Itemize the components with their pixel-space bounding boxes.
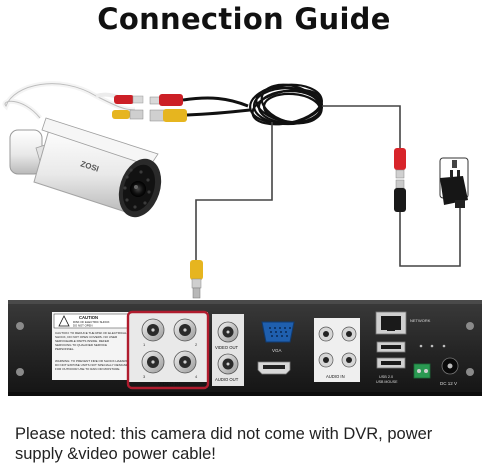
audio-out-label: AUDIO OUT [215, 377, 239, 382]
usb-port-1[interactable] [377, 342, 405, 352]
audio-in-ports: AUDIO IN [314, 318, 360, 382]
audio-in-port-3[interactable] [319, 353, 333, 367]
usb-label-2: USB MOUSE [376, 380, 398, 384]
siamese-cable-video-end [150, 109, 187, 122]
video-bnc-connector [190, 260, 203, 298]
caution-label: CAUTION RISK OF ELECTRIC SHOCK DO NOT OP… [52, 312, 132, 380]
power-adapter [440, 158, 468, 208]
video-out-port[interactable] [218, 322, 238, 342]
video-in-port-4[interactable] [174, 351, 196, 373]
coiled-cable [248, 78, 325, 129]
usb-port-2[interactable] [377, 358, 405, 368]
caution-body-8: FOR OUTDOOR USE TO RAIN OR MOISTURE. [55, 367, 120, 371]
alarm-terminal[interactable] [414, 364, 430, 378]
network-port[interactable] [376, 312, 406, 334]
audio-in-port-2[interactable] [342, 327, 356, 341]
power-label: DC 12 V [440, 381, 457, 386]
power-adapter-connector [394, 148, 406, 212]
audio-in-label: AUDIO IN [326, 374, 345, 379]
audio-in-port-4[interactable] [342, 353, 356, 367]
video-in-port-3[interactable] [142, 351, 164, 373]
video-in-port-1[interactable] [142, 319, 164, 341]
disclaimer-note: Please noted: this camera did not come w… [15, 424, 485, 464]
note-line-2: supply &video power cable! [15, 444, 485, 464]
hdmi-port[interactable] [258, 362, 290, 374]
video-out-label: VIDEO OUT [215, 345, 238, 350]
dc-power-jack[interactable] [442, 358, 458, 374]
vga-label: VGA [272, 348, 282, 353]
camera-power-connector [114, 95, 143, 104]
note-line-1: Please noted: this camera did not come w… [15, 424, 485, 444]
audio-out-port[interactable] [218, 354, 238, 374]
video-audio-out-ports: VIDEO OUT AUDIO OUT [212, 314, 244, 386]
audio-in-port-1[interactable] [319, 327, 333, 341]
usb-label-1: USB 2.0 [379, 375, 393, 379]
vga-port[interactable] [262, 322, 294, 342]
caution-body-5: PERSONNEL. [55, 347, 75, 351]
camera-video-connector [112, 110, 143, 119]
caution-line-2: DO NOT OPEN [73, 324, 93, 328]
siamese-cable-power-end [150, 94, 183, 106]
network-label: NETWORK [410, 318, 431, 323]
video-in-ports: 1 2 3 4 VIDEO IN [128, 312, 208, 388]
bullet-camera: ZOSI [10, 118, 168, 223]
video-in-port-2[interactable] [174, 319, 196, 341]
